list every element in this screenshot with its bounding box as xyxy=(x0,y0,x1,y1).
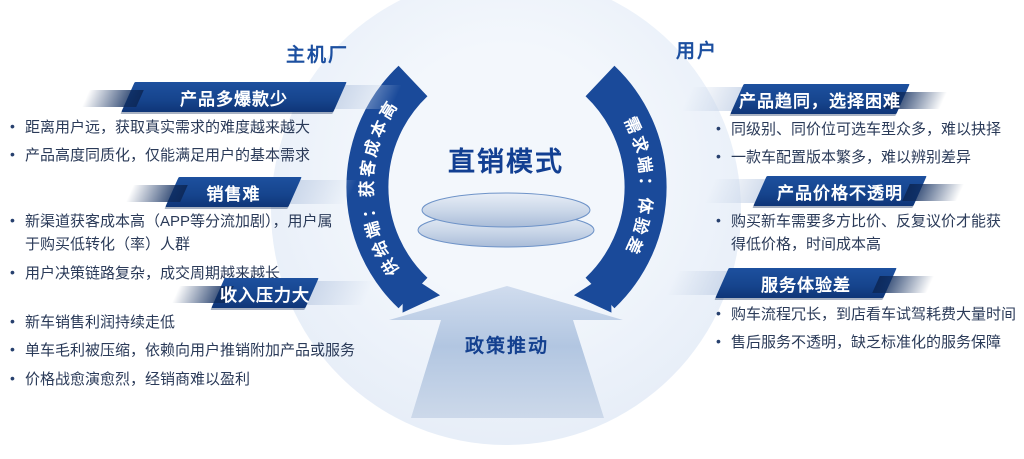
bullet-list-right-price: 购买新车需要多方比价、反复议价才能获得低价格，时间成本高 xyxy=(714,210,1014,262)
bullet-item: 新渠道获客成本高（APP等分流加剧），用户属于购买低转化（率）人群 xyxy=(8,210,338,257)
bullet-list-right-choice: 同级别、同价位可选车型众多，难以抉择 一款车配置版本繁多，难以辨别差异 xyxy=(714,118,1016,175)
bullet-list-left-revenue: 新车销售利润持续走低 单车毛利被压缩，依赖向用户推销附加产品或服务 价格战愈演愈… xyxy=(8,311,370,396)
policy-arrow-label: 政策推动 xyxy=(465,334,549,357)
supply-arc-tip-icon xyxy=(402,271,441,313)
demand-arc-tip-icon xyxy=(573,271,612,313)
bullet-list-left-sales: 新渠道获客成本高（APP等分流加剧），用户属于购买低转化（率）人群 用户决策链路… xyxy=(8,210,338,290)
bullet-list-right-service: 购车流程冗长，到店看车试驾耗费大量时间 售后服务不透明，缺乏标准化的服务保障 xyxy=(714,303,1022,360)
bullet-item: 购车流程冗长，到店看车试驾耗费大量时间 xyxy=(714,303,1022,326)
banner-right-price: 产品价格不透明 xyxy=(696,176,974,206)
banner-label: 服务体验差 xyxy=(761,275,851,295)
bullet-item: 新车销售利润持续走低 xyxy=(8,311,370,334)
demand-arc xyxy=(585,65,667,309)
banner-label: 产品价格不透明 xyxy=(777,183,903,203)
banner-label: 产品趋同，选择困难 xyxy=(739,91,901,111)
bullet-item: 单车毛利被压缩，依赖向用户推销附加产品或服务 xyxy=(8,339,370,362)
banner-label: 收入压力大 xyxy=(220,285,310,305)
bullet-item: 用户决策链路复杂，成交周期越来越长 xyxy=(8,262,338,285)
banner-right-choice: 产品趋同，选择困难 xyxy=(673,84,957,114)
policy-arrow xyxy=(389,286,623,418)
bullet-item: 距离用户远，获取真实需求的难度越来越大 xyxy=(8,116,330,139)
bullet-item: 产品高度同质化，仅能满足用户的基本需求 xyxy=(8,144,330,167)
bullet-item: 购买新车需要多方比价、反复议价才能获得低价格，时间成本高 xyxy=(714,210,1014,257)
bullet-item: 一款车配置版本繁多，难以辨别差异 xyxy=(714,146,1016,169)
banner-left-sales: 销售难 xyxy=(116,177,365,207)
actor-user-label: 用户 xyxy=(676,41,719,62)
bullet-list-left-products: 距离用户远，获取真实需求的难度越来越大 产品高度同质化，仅能满足用户的基本需求 xyxy=(8,116,330,173)
banner-left-revenue: 收入压力大 xyxy=(162,278,382,308)
banner-label: 销售难 xyxy=(206,184,261,204)
bullet-item: 价格战愈演愈烈，经销商难以盈利 xyxy=(8,368,370,391)
banner-label: 产品多爆款少 xyxy=(180,89,288,109)
center-title: 直销模式 xyxy=(448,147,564,177)
banner-left-products: 产品多爆款少 xyxy=(72,82,410,112)
bullet-item: 同级别、同价位可选车型众多，难以抉择 xyxy=(714,118,1016,141)
disc-top-icon xyxy=(421,192,591,228)
actor-oem-label: 主机厂 xyxy=(286,45,350,66)
banner-right-service: 服务体验差 xyxy=(658,268,944,298)
bullet-item: 售后服务不透明，缺乏标准化的服务保障 xyxy=(714,331,1022,354)
